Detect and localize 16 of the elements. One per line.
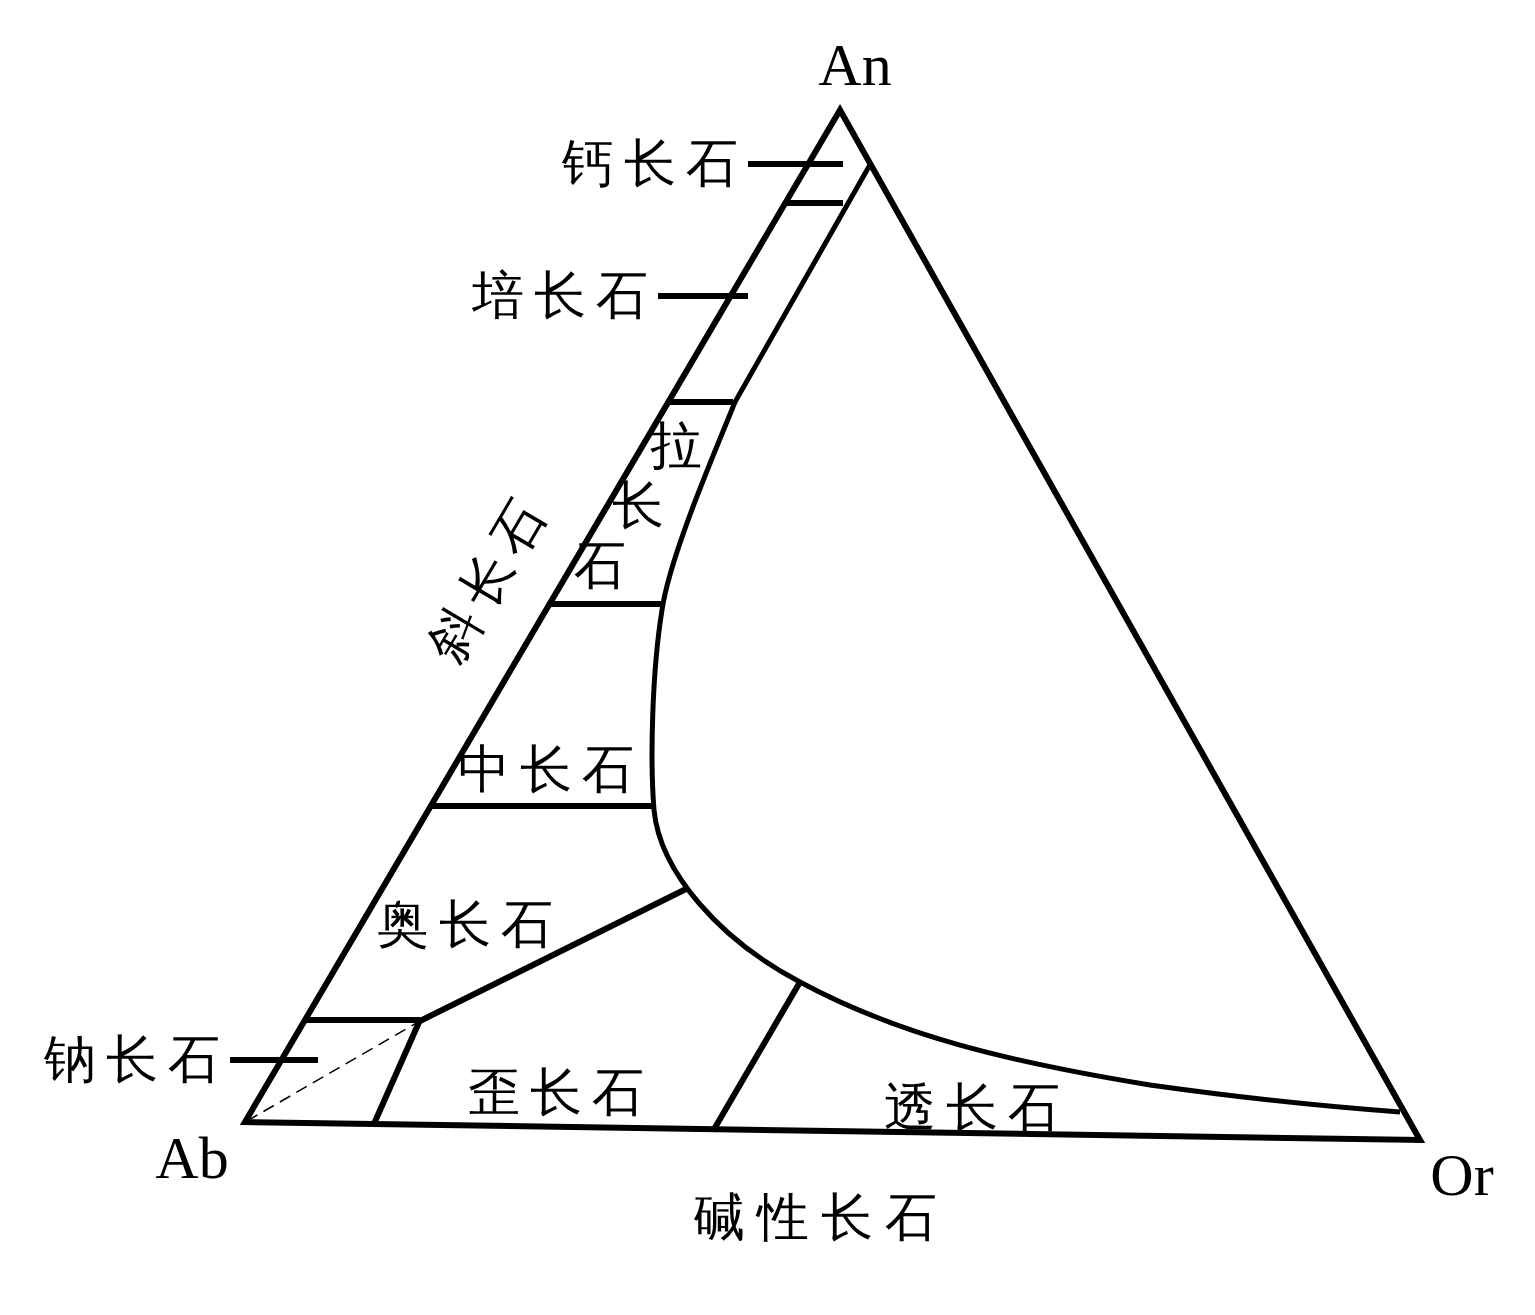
- zone-label: 中长石: [458, 744, 644, 796]
- mineral-label: 培长石: [472, 270, 658, 322]
- vertex-label: Or: [1430, 1145, 1494, 1205]
- zone-label: 透长石: [884, 1082, 1070, 1134]
- zone-label: 歪长石: [468, 1067, 654, 1119]
- zone-label: 拉长石: [574, 416, 702, 596]
- leader-line: [748, 161, 843, 167]
- mineral-label: 钠长石: [44, 1034, 230, 1086]
- zone-label: 奥长石: [377, 899, 563, 951]
- vertex-label: An: [818, 35, 892, 95]
- leader-line: [230, 1057, 318, 1063]
- group-label: 斜长石: [420, 483, 560, 671]
- mineral-label: 钙长石: [562, 138, 748, 190]
- vertex-label: Ab: [155, 1128, 229, 1188]
- group-label: 碱性长石: [693, 1192, 949, 1244]
- leader-line: [658, 293, 748, 299]
